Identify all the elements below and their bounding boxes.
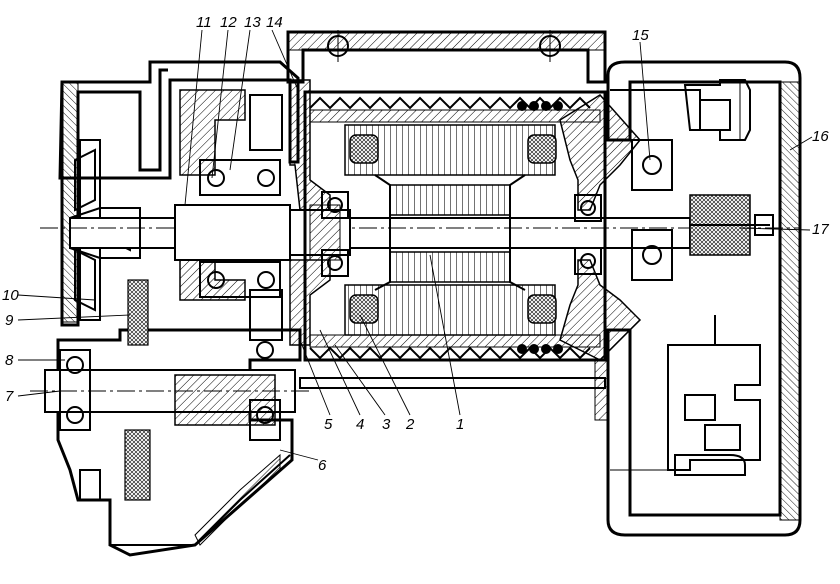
- callout-3: 3: [382, 416, 391, 433]
- callout-12: 12: [220, 14, 237, 31]
- callout-13: 13: [244, 14, 261, 31]
- mounting-bracket: [286, 30, 607, 84]
- callout-7: 7: [5, 388, 14, 405]
- callout-9: 9: [5, 312, 14, 329]
- callout-5: 5: [324, 416, 333, 433]
- callout-11: 11: [196, 14, 212, 31]
- leader-lines: [17, 29, 813, 461]
- pulley: [74, 139, 149, 346]
- right-housing: [606, 60, 802, 537]
- callout-14: 14: [266, 14, 283, 31]
- output-shaft: [30, 341, 608, 501]
- main-shaft: [40, 204, 800, 261]
- callout-15: 15: [632, 27, 649, 44]
- callout-labels: 1 2 3 4 5 6 7 8 9 10 11 12 13 14 15 16 1…: [2, 14, 829, 474]
- callout-17: 17: [812, 221, 829, 238]
- callout-2: 2: [405, 416, 415, 433]
- callout-8: 8: [5, 352, 14, 369]
- gear-wheel: [179, 89, 283, 341]
- left-end-shield: [289, 79, 349, 346]
- callout-4: 4: [356, 416, 364, 433]
- right-end-shield: [559, 94, 642, 361]
- callout-10: 10: [2, 287, 19, 304]
- callout-6: 6: [318, 457, 327, 474]
- callout-16: 16: [812, 128, 829, 145]
- callout-1: 1: [456, 416, 464, 433]
